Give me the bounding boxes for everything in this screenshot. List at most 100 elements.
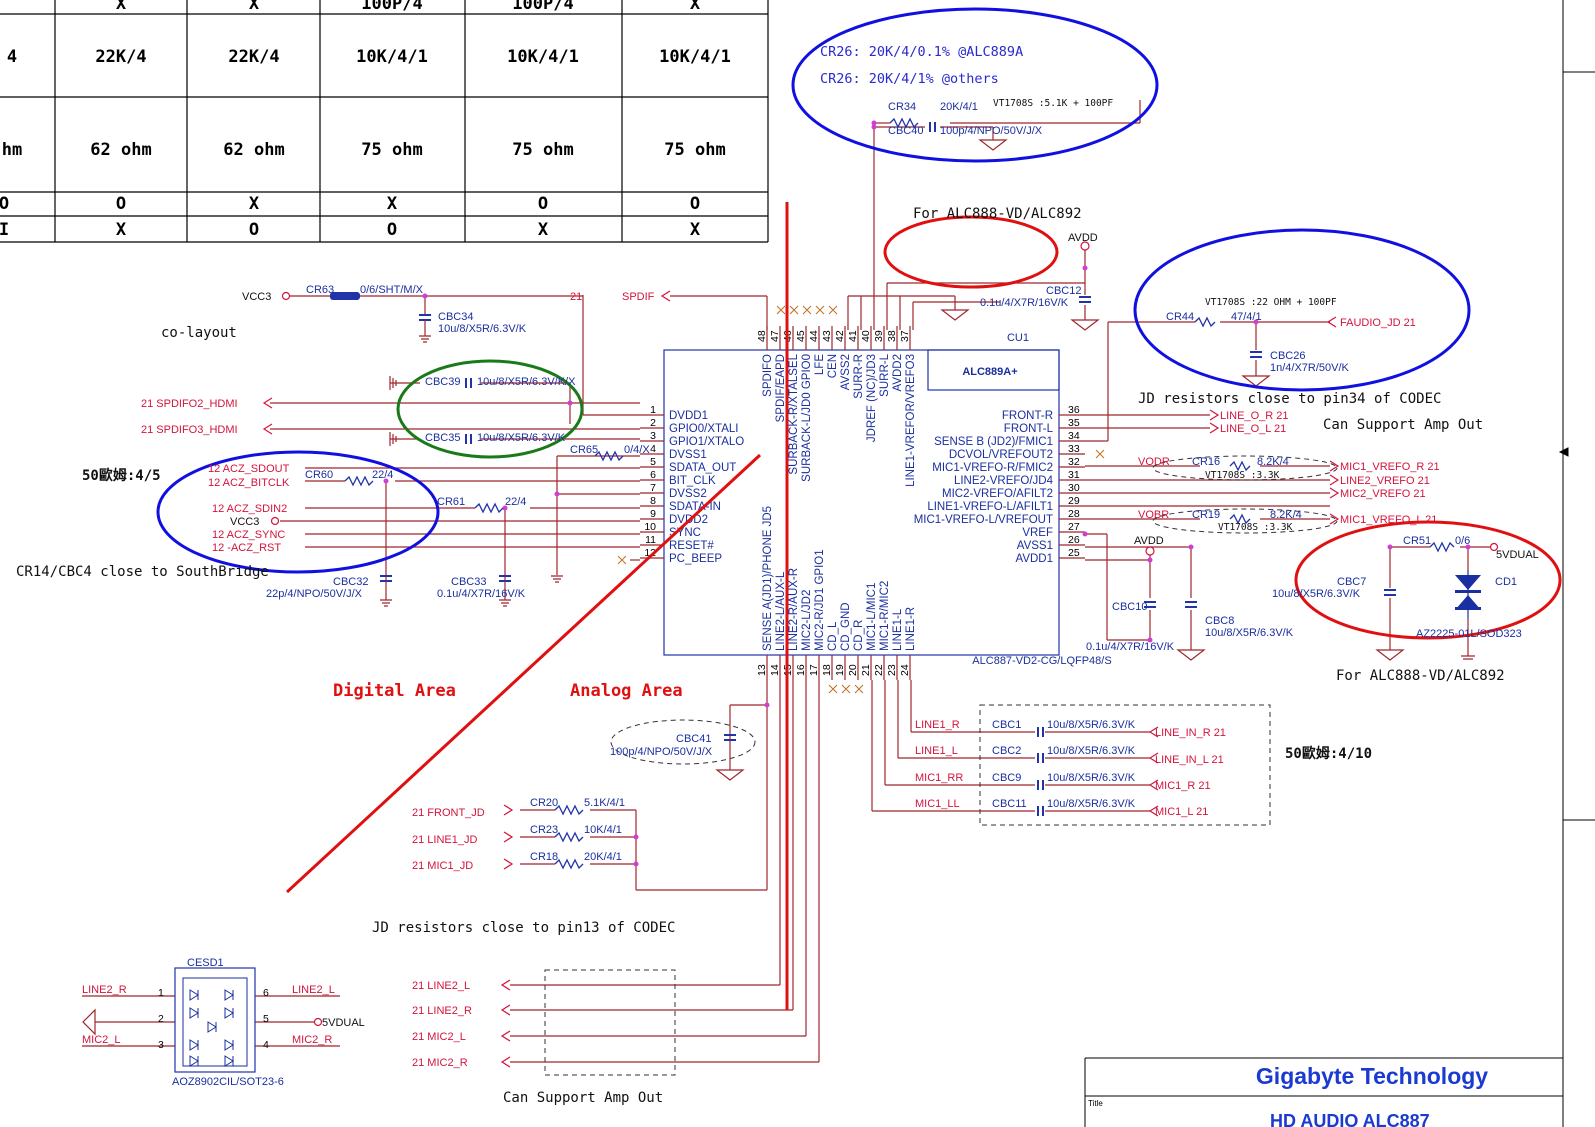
table-cell: 10K/4/1 (659, 47, 731, 67)
pin-name: MIC2-R/JD1 GPIO1 (814, 549, 826, 651)
pin-name: JDREF (NC)/JD3 (866, 354, 878, 442)
table-cell: X (690, 0, 701, 14)
table-cell: 100P/4 (361, 0, 422, 14)
sheet-border (1558, 0, 1595, 1127)
pin-name: BIT_CLK (669, 475, 716, 487)
pin-number: 29 (1068, 495, 1080, 507)
val-cbc34: 10u/8/X5R/6.3V/K (438, 323, 527, 335)
pin-number: 36 (1068, 404, 1080, 416)
pin-number: 38 (886, 330, 898, 342)
net-spdif: SPDIF (622, 291, 655, 303)
codec-ic-body (663, 349, 1060, 656)
net-avdd-right: AVDD (1134, 535, 1164, 547)
table-cell: X (116, 220, 127, 240)
company-name: Gigabyte Technology (1256, 1063, 1488, 1089)
val-cbc1: 10u/8/X5R/6.3V/K (1047, 719, 1136, 731)
ref-cbc40: CBC40 (888, 125, 923, 137)
resistors (344, 117, 1455, 870)
pin-name: DVDD1 (669, 410, 708, 422)
net-mic2-r: 21 MIC2_R (412, 1057, 468, 1069)
table-cell: O (0, 194, 9, 214)
ref-cr44: CR44 (1166, 311, 1194, 323)
pin-number: 25 (1068, 547, 1080, 559)
pin-number: 32 (1068, 456, 1080, 468)
junctions (383, 120, 1471, 867)
table-cell: 10K/4/1 (507, 47, 579, 67)
pin-number: 28 (1068, 508, 1080, 520)
net-esd-line2-l: LINE2_L (292, 984, 335, 996)
ref-cbc12: CBC12 (1046, 285, 1081, 297)
net-line1-jd: 21 LINE1_JD (412, 834, 477, 846)
val-cbc9: 10u/8/X5R/6.3V/K (1047, 772, 1136, 784)
ref-cr20: CR20 (530, 797, 558, 809)
net-mic2-l: 21 MIC2_L (412, 1031, 466, 1043)
pin-name: MIC1-VREFO-R/FMIC2 (932, 462, 1053, 474)
pin-number: 1 (650, 404, 656, 416)
option-table (0, 0, 769, 243)
pin-name: LINE2-L/AUX-L (775, 571, 787, 651)
net-mic1-r: MIC1_R 21 (1155, 780, 1211, 792)
esd-diodes (182, 977, 248, 1067)
pin-number: 23 (886, 664, 898, 676)
pin-name: GPIO0/XTALI (669, 423, 738, 435)
net-acz-sdout: 12 ACZ_SDOUT (208, 463, 290, 475)
val-cbc32: 22p/4/NPO/50V/J/X (266, 588, 363, 600)
tvs-diode-cd1 (1455, 570, 1481, 618)
table-cell: X (538, 220, 549, 240)
note-cr26-alc889a: CR26: 20K/4/0.1% @ALC889A (820, 44, 1023, 60)
table-cell: 62 ohm (223, 140, 284, 160)
pin-number: 19 (834, 664, 846, 676)
table-cell: 10K/4/1 (356, 47, 428, 67)
pin-name: CD_L (827, 621, 839, 651)
net-line2-r: 21 LINE2_R (412, 1005, 472, 1017)
net-spdifo2-hdmi: 21 SPDIFO2_HDMI (141, 398, 238, 410)
cr63-jumper (330, 292, 360, 300)
table-cell: 22K/4 (228, 47, 279, 67)
val-cr65: 0/4/X (624, 444, 650, 456)
pin-number: 6 (650, 469, 656, 481)
net-mic2-vrefo: MIC2_VREFO 21 (1340, 488, 1426, 500)
pin-name: CD_R (853, 620, 865, 651)
pin-number: 42 (834, 330, 846, 342)
val-cd1: AZ2225-01L/SOD323 (1416, 628, 1522, 640)
table-cell: 100P/4 (512, 0, 573, 14)
pin-name: DVSS1 (669, 449, 707, 461)
val-cr16: 8.2K/4 (1257, 456, 1289, 468)
net-arrows (262, 290, 1340, 1068)
pin-name: LINE1-VREFOR/VREFO3 (905, 354, 917, 487)
sheet-title: HD AUDIO ALC887 (1270, 1111, 1430, 1127)
pin-number: 44 (808, 330, 820, 342)
pin-number: 16 (795, 664, 807, 676)
val-cbc7: 10u/8/X5R/6.3V/K (1272, 588, 1361, 600)
pin-number: 48 (756, 330, 768, 342)
pin-name: SPDIF/EAPD (775, 354, 787, 422)
pin-number: 2 (650, 417, 656, 429)
net-acz-sdin2: 12 ACZ_SDIN2 (212, 503, 287, 515)
table-cell: 75 ohm (361, 140, 422, 160)
net-line-in-r: LINE_IN_R 21 (1155, 727, 1226, 739)
pin-name: SURR-R (853, 354, 865, 399)
pin-name: SURR-L (879, 353, 891, 396)
pin-number: 41 (847, 330, 859, 342)
net-line2-vrefo: LINE2_VREFO 21 (1340, 475, 1430, 487)
note-vt1708s-33k-b: VT1708S :3.3K (1218, 522, 1293, 533)
label-digital-area: Digital Area (333, 681, 456, 701)
val-cbc2: 10u/8/X5R/6.3V/K (1047, 745, 1136, 757)
val-cr44: 47/4/1 (1231, 311, 1262, 323)
pin-name: SDATA_OUT (669, 462, 736, 474)
net-line1-l: LINE1_L (915, 745, 958, 757)
ref-cbc41: CBC41 (676, 733, 711, 745)
ref-cesd1: CESD1 (187, 957, 224, 969)
pin-number: 14 (769, 664, 781, 676)
pin-name: AVSS1 (1017, 540, 1053, 552)
pin-number: 7 (650, 482, 656, 494)
pin-number: 12 (644, 547, 656, 559)
net-esd-mic2-l: MIC2_L (82, 1034, 121, 1046)
label-analog-area: Analog Area (570, 681, 683, 701)
val-cr20: 5.1K/4/1 (584, 797, 625, 809)
pin-name: SPDIFO (762, 354, 774, 397)
pin-name: MIC1-VREFO-L/VREFOUT (914, 514, 1053, 526)
